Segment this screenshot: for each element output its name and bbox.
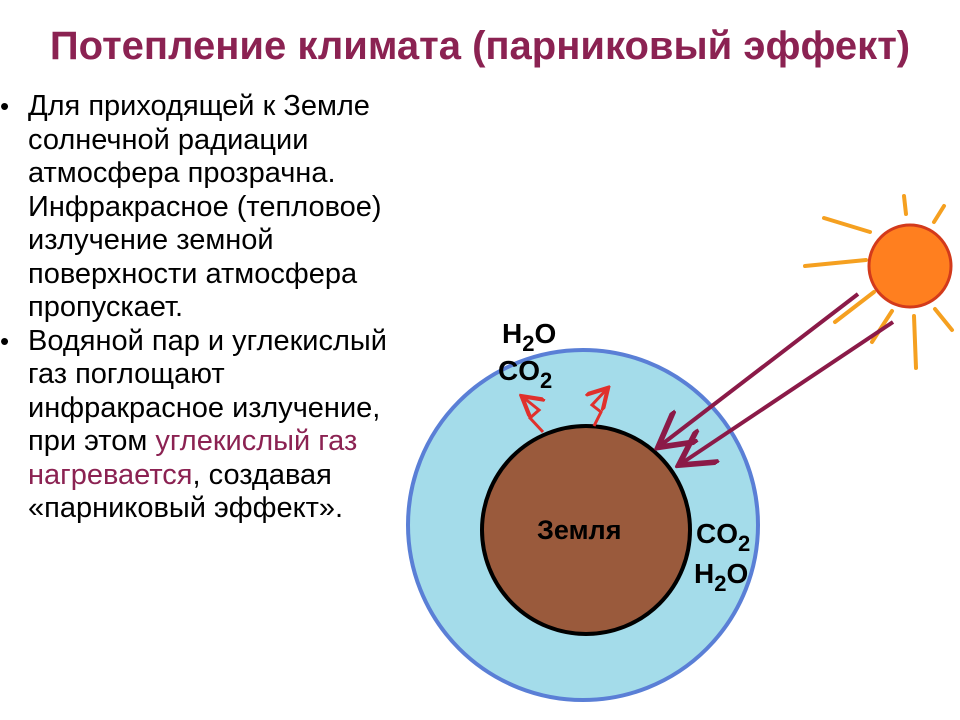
bullet-icon: • — [0, 91, 10, 121]
chem-subscript: 2 — [540, 368, 553, 393]
text-line: Инфракрасное (тепловое) — [28, 190, 382, 223]
text-line: инфракрасное излучение, — [28, 391, 381, 424]
sun-icon — [867, 223, 953, 309]
text-fragment: , создавая — [192, 458, 332, 491]
text-block: • Для приходящей к Земле солнечной радиа… — [0, 90, 395, 530]
right-h2o-label: H2O — [694, 558, 749, 595]
text-fragment: при этом — [28, 425, 156, 457]
text-line: поверхности атмосфера — [28, 257, 358, 290]
text-line: атмосфера прозрачна. — [28, 157, 336, 189]
solar-ray-arrow — [661, 292, 860, 445]
sun-ray — [932, 204, 946, 224]
earth-label: Земля — [537, 515, 622, 545]
chem-symbol: O — [534, 318, 557, 349]
top-h2o-label: H2O — [502, 318, 557, 355]
top-co2-label: CO2 — [498, 355, 552, 392]
right-co2-label: CO2 — [696, 518, 750, 555]
infrared-arrow — [524, 398, 543, 434]
infrared-arrows — [524, 390, 606, 434]
paragraph-2: • Водяной пар и углекислый газ поглощают… — [0, 325, 395, 526]
sun-ray — [870, 309, 894, 344]
bullet-icon: • — [0, 325, 10, 356]
paragraph-1: • Для приходящей к Земле солнечной радиа… — [0, 90, 395, 325]
chem-subscript: 2 — [714, 571, 727, 596]
slide-title: Потепление климата (парниковый эффект) — [49, 24, 911, 68]
infrared-arrow — [592, 390, 606, 427]
text-line: при этом углекислый газ — [28, 425, 395, 459]
chem-symbol: H — [502, 318, 523, 349]
sun-ray — [902, 194, 908, 216]
text-line: Для приходящей к Земле — [28, 90, 370, 122]
chem-symbol: H — [694, 558, 715, 589]
sun-rays — [803, 194, 954, 370]
text-line: «парниковый эффект». — [28, 492, 344, 524]
chem-subscript: 2 — [522, 331, 535, 356]
sun-ray — [933, 307, 954, 332]
chem-symbol: CO — [498, 355, 540, 386]
chem-symbol: CO — [696, 518, 738, 549]
solar-ray-arrow — [682, 320, 895, 463]
text-line: Водяной пар и углекислый — [28, 324, 387, 357]
sun-ray — [803, 258, 868, 268]
chem-subscript: 2 — [738, 531, 751, 556]
sun-ray — [822, 216, 872, 234]
sun-ray — [912, 314, 918, 370]
solar-ray-arrows — [661, 292, 895, 463]
earth-circle — [480, 424, 692, 636]
text-line: излучение земной — [28, 224, 274, 256]
chem-symbol: O — [726, 558, 749, 589]
text-line: солнечной радиации — [28, 123, 309, 156]
text-line: газ поглощают — [28, 358, 225, 390]
text-line: нагревается, создавая — [28, 459, 395, 493]
sun-ray — [833, 290, 876, 324]
highlight-text: нагревается — [28, 458, 193, 491]
highlight-text: углекислый газ — [155, 425, 358, 457]
text-line: пропускает. — [28, 291, 184, 323]
